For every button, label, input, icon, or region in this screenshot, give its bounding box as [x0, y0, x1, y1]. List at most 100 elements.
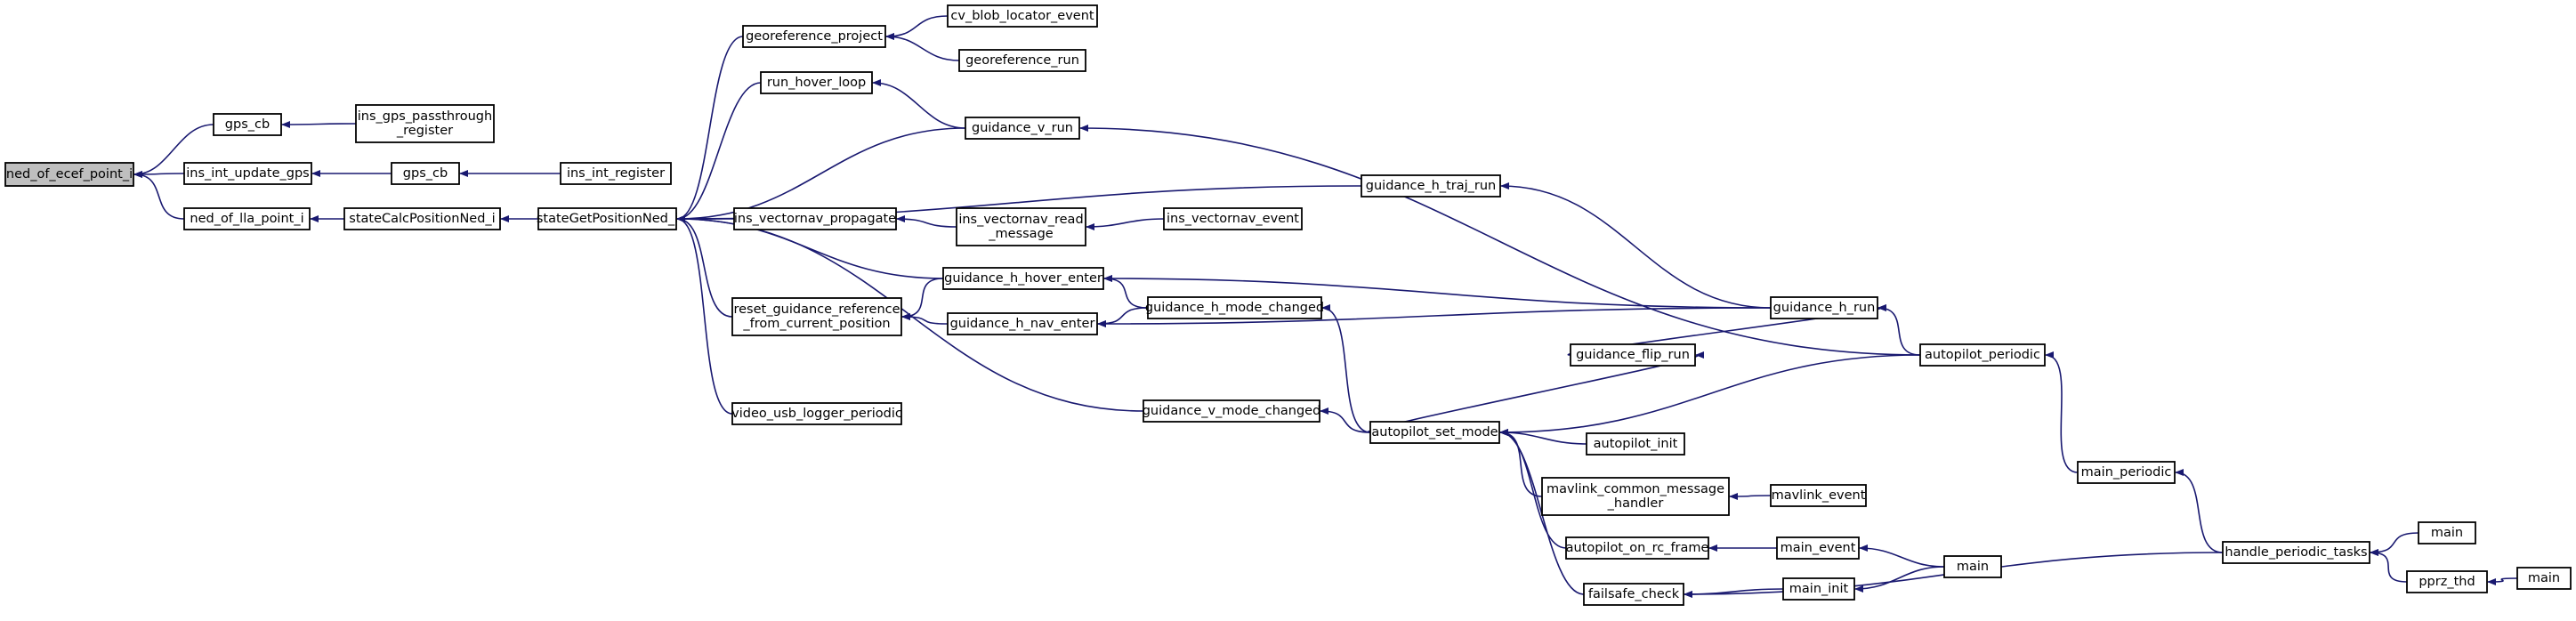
node-box — [1541, 477, 1730, 516]
edge-ins-int-update-gps-to-ned-of-ecef-point-i — [133, 170, 185, 178]
node-stategetpositionned-i[interactable]: stateGetPositionNed_i — [537, 207, 678, 230]
node-ins-vectornav-propagate[interactable]: ins_vectornav_propagate — [733, 207, 897, 230]
edge-autopilot-set-mode-to-guidance-h-mode-changed — [1321, 304, 1371, 433]
edge-georeference-run-to-georeference-project — [885, 33, 960, 61]
node-autopilot-set-mode[interactable]: autopilot_set_mode — [1369, 421, 1500, 444]
node-box — [537, 207, 677, 230]
edge-ins-vectornav-read-message-to-ins-vectornav-propagate — [896, 215, 957, 228]
edge-video-usb-logger-periodic-to-stategetpositionned-i — [676, 215, 733, 415]
node-box — [2077, 461, 2176, 484]
edge-autopilot-init-to-autopilot-set-mode — [1499, 429, 1587, 445]
node-mavlink-common-message-handler[interactable]: mavlink_common_message_handler — [1541, 477, 1730, 516]
node-label: ins_int_register — [567, 166, 665, 181]
node-label: main — [2528, 571, 2560, 585]
node-pprz-thd[interactable]: pprz_thd — [2406, 570, 2488, 593]
node-run-hover-loop[interactable]: run_hover_loop — [760, 71, 873, 94]
node-label: gps_cb — [225, 117, 270, 132]
node-guidance-h-run[interactable]: guidance_h_run — [1770, 296, 1878, 319]
node-main-2[interactable]: main — [2418, 521, 2476, 544]
node-box — [391, 162, 460, 185]
node-box — [947, 312, 1098, 335]
edge-autopilot-set-mode-to-guidance-flip-run — [1367, 351, 1705, 433]
node-guidance-h-traj-run[interactable]: guidance_h_traj_run — [1361, 174, 1501, 198]
node-label: _handler — [1607, 496, 1664, 511]
node-box — [1570, 343, 1696, 367]
node-guidance-h-hover-enter[interactable]: guidance_h_hover_enter — [942, 267, 1104, 290]
node-box — [731, 297, 902, 336]
node-main-3[interactable]: main — [2516, 567, 2572, 590]
node-guidance-h-nav-enter[interactable]: guidance_h_nav_enter — [947, 312, 1098, 335]
edge-autopilot-periodic-to-autopilot-set-mode — [1499, 354, 1921, 436]
edge-main-3-to-pprz-thd — [2487, 577, 2518, 585]
node-autopilot-periodic[interactable]: autopilot_periodic — [1919, 343, 2046, 367]
node-label: autopilot_periodic — [1925, 348, 2040, 362]
edge-handle-periodic-tasks-to-main-periodic — [2175, 469, 2224, 553]
node-main-periodic[interactable]: main_periodic — [2077, 461, 2176, 484]
node-statecalcpositionned-i[interactable]: stateCalcPositionNed_i — [343, 207, 501, 230]
edge-guidance-v-run-to-stategetpositionned-i — [676, 127, 966, 222]
node-box — [355, 104, 495, 143]
node-georeference-project[interactable]: georeference_project — [742, 25, 886, 48]
node-label: ins_vectornav_read — [958, 213, 1083, 227]
node-gps-cb-2[interactable]: gps_cb — [391, 162, 460, 185]
node-main-init[interactable]: main_init — [1782, 577, 1855, 601]
node-mavlink-event[interactable]: mavlink_event — [1770, 484, 1867, 507]
node-guidance-h-mode-changed[interactable]: guidance_h_mode_changed — [1145, 296, 1324, 319]
edge-ins-vectornav-event-to-ins-vectornav-read-message — [1086, 218, 1165, 230]
edge-main-periodic-to-autopilot-periodic — [2045, 351, 2079, 473]
node-label: mavlink_event — [1772, 488, 1866, 503]
node-ins-vectornav-event[interactable]: ins_vectornav_event — [1163, 207, 1303, 230]
edge-guidance-h-mode-changed-to-guidance-h-nav-enter — [1097, 307, 1149, 327]
node-box — [956, 207, 1086, 246]
node-label: guidance_flip_run — [1576, 348, 1690, 362]
node-guidance-v-run[interactable]: guidance_v_run — [965, 117, 1080, 140]
node-label: georeference_run — [965, 53, 1079, 68]
edge-guidance-h-hover-enter-to-reset-guidance-reference — [901, 278, 944, 320]
node-box — [1361, 174, 1501, 198]
node-box — [2418, 521, 2476, 544]
node-label: guidance_h_traj_run — [1366, 179, 1496, 193]
node-box — [343, 207, 501, 230]
node-box — [760, 71, 873, 94]
node-label: mavlink_common_message — [1546, 482, 1724, 496]
edge-gps-cb-1-to-ned-of-ecef-point-i — [133, 124, 214, 178]
node-failsafe-check[interactable]: failsafe_check — [1583, 583, 1684, 606]
node-box — [731, 402, 902, 425]
node-label: ins_vectornav_propagate — [734, 212, 896, 226]
node-box — [958, 49, 1086, 72]
node-ins-int-register[interactable]: ins_int_register — [560, 162, 672, 185]
node-label: guidance_h_run — [1773, 301, 1876, 315]
node-gps-cb-1[interactable]: gps_cb — [213, 113, 282, 136]
node-reset-guidance-reference[interactable]: reset_guidance_reference_from_current_po… — [731, 297, 902, 336]
node-main-1[interactable]: main — [1943, 555, 2002, 578]
edge-run-hover-loop-to-stategetpositionned-i — [676, 82, 762, 222]
node-ins-vectornav-read-message[interactable]: ins_vectornav_read_message — [956, 207, 1086, 246]
node-box — [2406, 570, 2488, 593]
node-handle-periodic-tasks[interactable]: handle_periodic_tasks — [2222, 541, 2370, 564]
node-label: video_usb_logger_periodic — [731, 407, 902, 421]
node-main-event[interactable]: main_event — [1776, 536, 1860, 560]
node-ins-gps-passthrough-register[interactable]: ins_gps_passthrough_register — [355, 104, 495, 143]
node-ned-of-lla-point-i[interactable]: ned_of_lla_point_i — [183, 207, 311, 230]
node-cv-blob-locator-event[interactable]: cv_blob_locator_event — [947, 4, 1098, 28]
node-label: main_event — [1781, 541, 1856, 555]
node-guidance-flip-run[interactable]: guidance_flip_run — [1570, 343, 1696, 367]
node-georeference-run[interactable]: georeference_run — [958, 49, 1086, 72]
node-ned-of-ecef-point-i[interactable]: ned_of_ecef_point_i — [4, 162, 134, 187]
edge-reset-guidance-reference-to-stategetpositionned-i — [676, 215, 733, 318]
node-ins-int-update-gps[interactable]: ins_int_update_gps — [183, 162, 312, 185]
node-autopilot-init[interactable]: autopilot_init — [1586, 432, 1685, 456]
edge-autopilot-periodic-to-guidance-h-run — [1877, 304, 1921, 356]
node-video-usb-logger-periodic[interactable]: video_usb_logger_periodic — [731, 402, 902, 425]
node-label: ins_gps_passthrough — [358, 109, 492, 124]
edge-georeference-project-to-stategetpositionned-i — [676, 36, 744, 222]
node-box — [942, 267, 1104, 290]
node-box — [183, 162, 312, 185]
node-guidance-v-mode-changed[interactable]: guidance_v_mode_changed — [1143, 399, 1321, 423]
node-box — [1782, 577, 1855, 601]
node-label: ned_of_lla_point_i — [190, 212, 303, 226]
node-autopilot-on-rc-frame[interactable]: autopilot_on_rc_frame — [1565, 536, 1709, 560]
edge-guidance-h-run-to-guidance-h-nav-enter — [1097, 307, 1772, 327]
node-box — [560, 162, 672, 185]
